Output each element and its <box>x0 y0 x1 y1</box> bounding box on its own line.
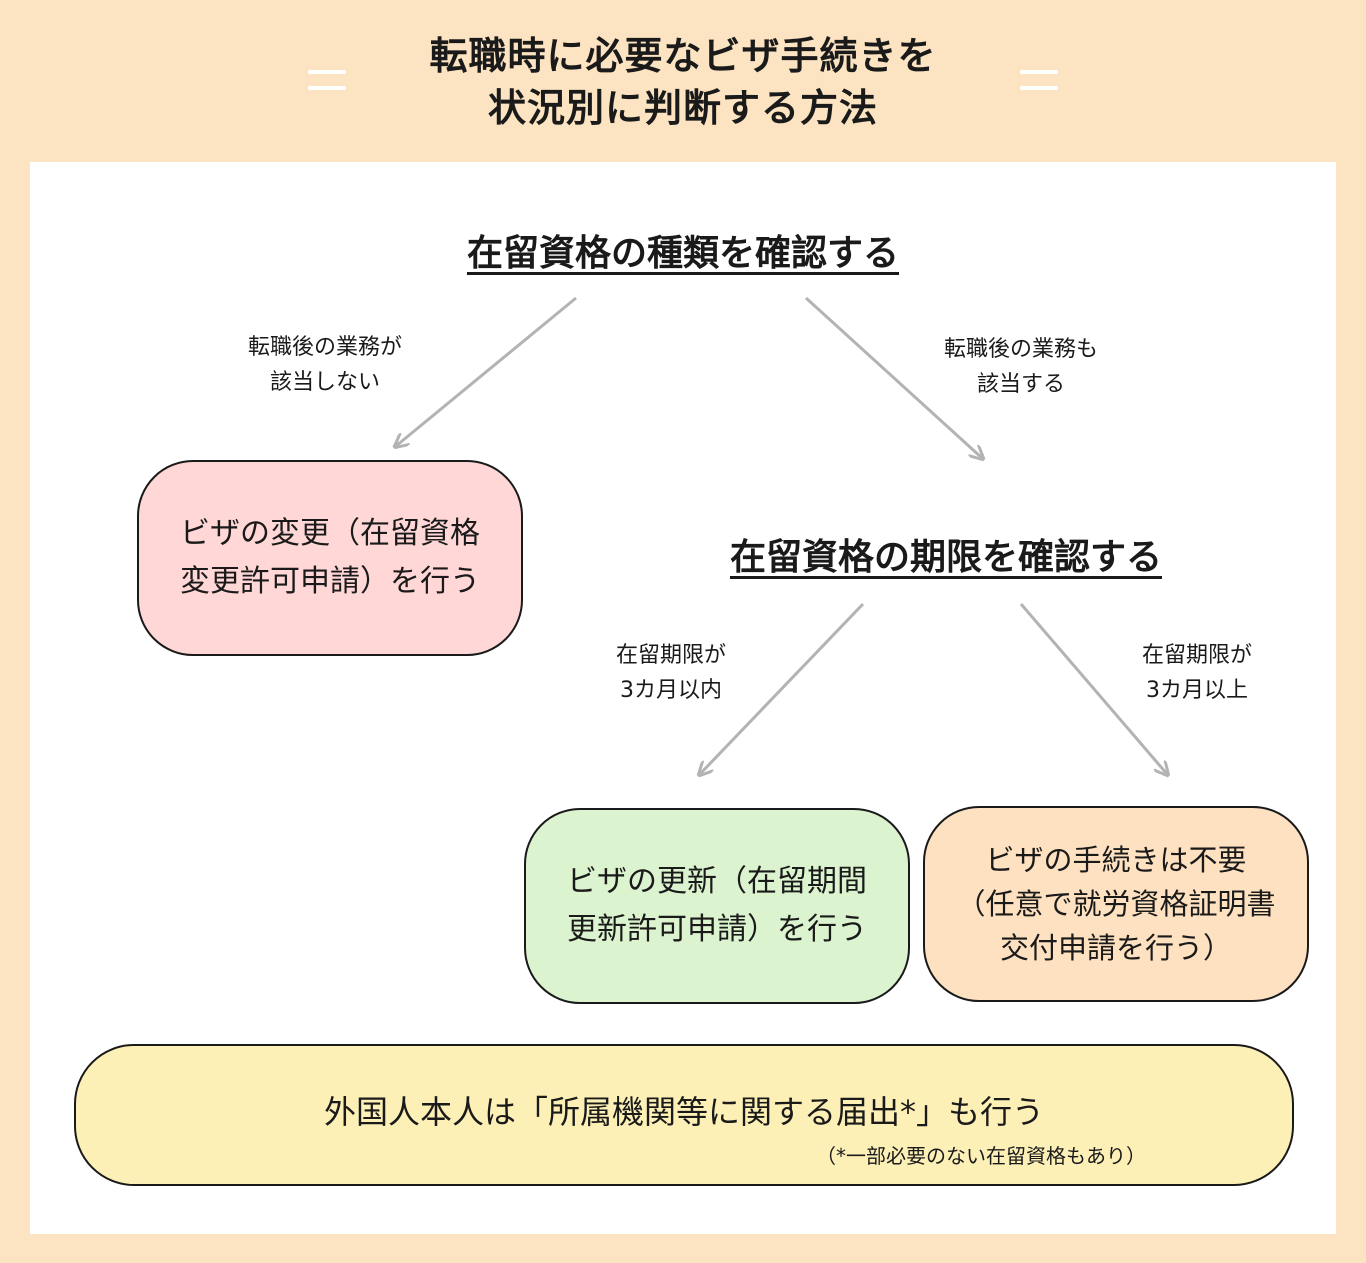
condition-over-3-months: 在留期限が 3カ月以上 <box>1142 643 1253 703</box>
notification-footnote: （*一部必要のない在留資格もあり） <box>816 1144 1146 1168</box>
title-line-1: 転職時に必要なビザ手続きを <box>429 34 937 78</box>
step2-heading: 在留資格の期限を確認する <box>729 537 1162 578</box>
condition-not-applicable: 転職後の業務が 該当しない <box>248 335 403 395</box>
decoration-lines-left <box>308 70 346 92</box>
condition-within-3-months: 在留期限が 3カ月以内 <box>616 643 727 703</box>
no-procedure-box: ビザの手続きは不要 （任意で就労資格証明書 交付申請を行う） <box>923 806 1309 1002</box>
notification-text: 外国人本人は「所属機関等に関する届出*」も行う <box>323 1093 1044 1131</box>
page-title: 転職時に必要なビザ手続きを 状況別に判断する方法 <box>0 30 1366 134</box>
visa-change-box: ビザの変更（在留資格 変更許可申請）を行う <box>137 460 523 656</box>
decoration-lines-right <box>1020 70 1058 92</box>
title-line-2: 状況別に判断する方法 <box>487 86 878 130</box>
header: 転職時に必要なビザ手続きを 状況別に判断する方法 <box>0 0 1366 160</box>
condition-applicable: 転職後の業務も 該当する <box>944 337 1099 397</box>
step1-heading: 在留資格の種類を確認する <box>466 233 899 274</box>
notification-box: 外国人本人は「所属機関等に関する届出*」も行う （*一部必要のない在留資格もあり… <box>74 1044 1294 1186</box>
visa-renew-box: ビザの更新（在留期間 更新許可申請）を行う <box>524 808 910 1004</box>
